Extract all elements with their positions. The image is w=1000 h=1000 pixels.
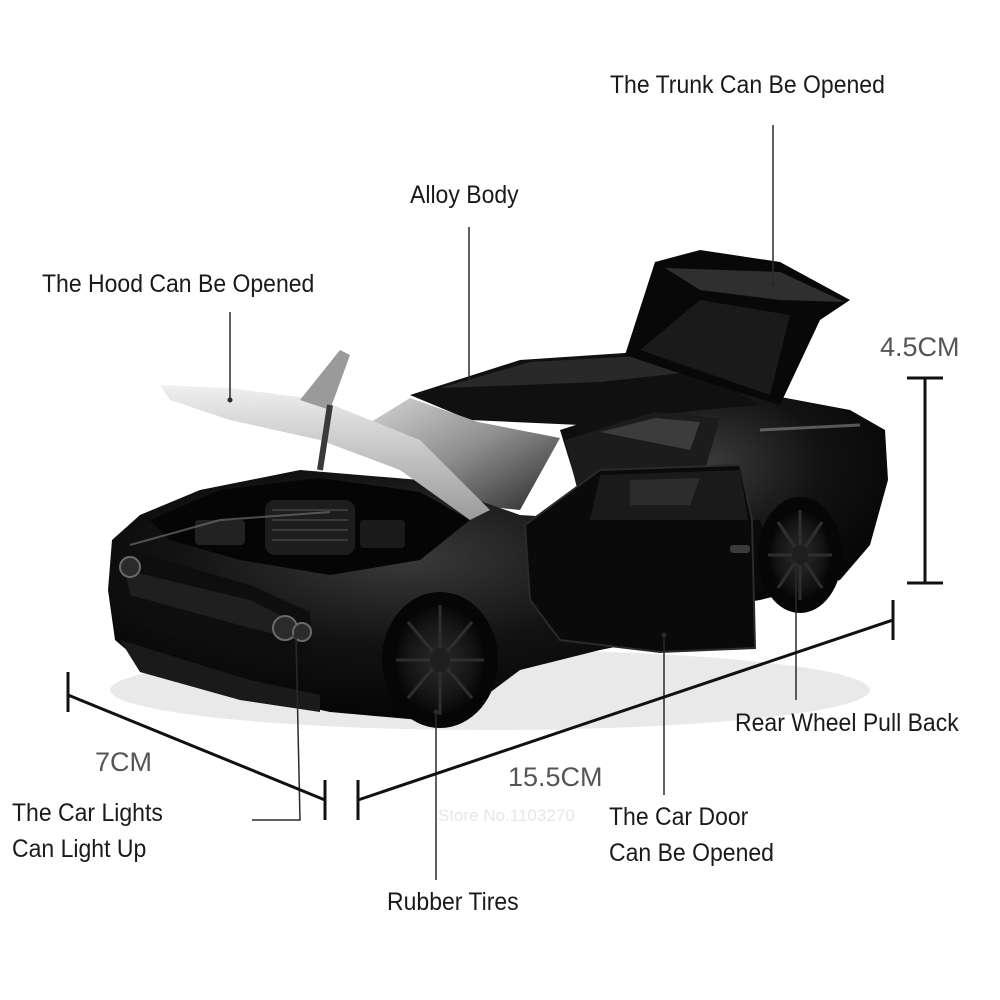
callout-door-line1: The Car Door <box>609 803 749 831</box>
dimension-width: 7CM <box>95 747 153 777</box>
callout-alloy-body: Alloy Body <box>410 181 519 209</box>
dimension-length: 15.5CM <box>508 762 603 792</box>
callout-lights-line2: Can Light Up <box>12 835 147 863</box>
headlight-left <box>119 556 141 578</box>
callout-rear-wheel: Rear Wheel Pull Back <box>735 709 959 737</box>
callout-hood: The Hood Can Be Opened <box>42 270 315 298</box>
dimension-lines <box>66 376 943 820</box>
callout-door-line2: Can Be Opened <box>609 839 774 867</box>
leader-lines <box>229 125 797 880</box>
callout-lights-line1: The Car Lights <box>12 799 163 827</box>
callout-tires: Rubber Tires <box>387 888 519 916</box>
hood-lid <box>160 385 490 520</box>
callout-trunk: The Trunk Can Be Opened <box>610 71 885 99</box>
dimension-height: 4.5CM <box>880 332 960 362</box>
watermark: Store No.1103270 <box>438 806 575 825</box>
windshield <box>355 398 560 510</box>
